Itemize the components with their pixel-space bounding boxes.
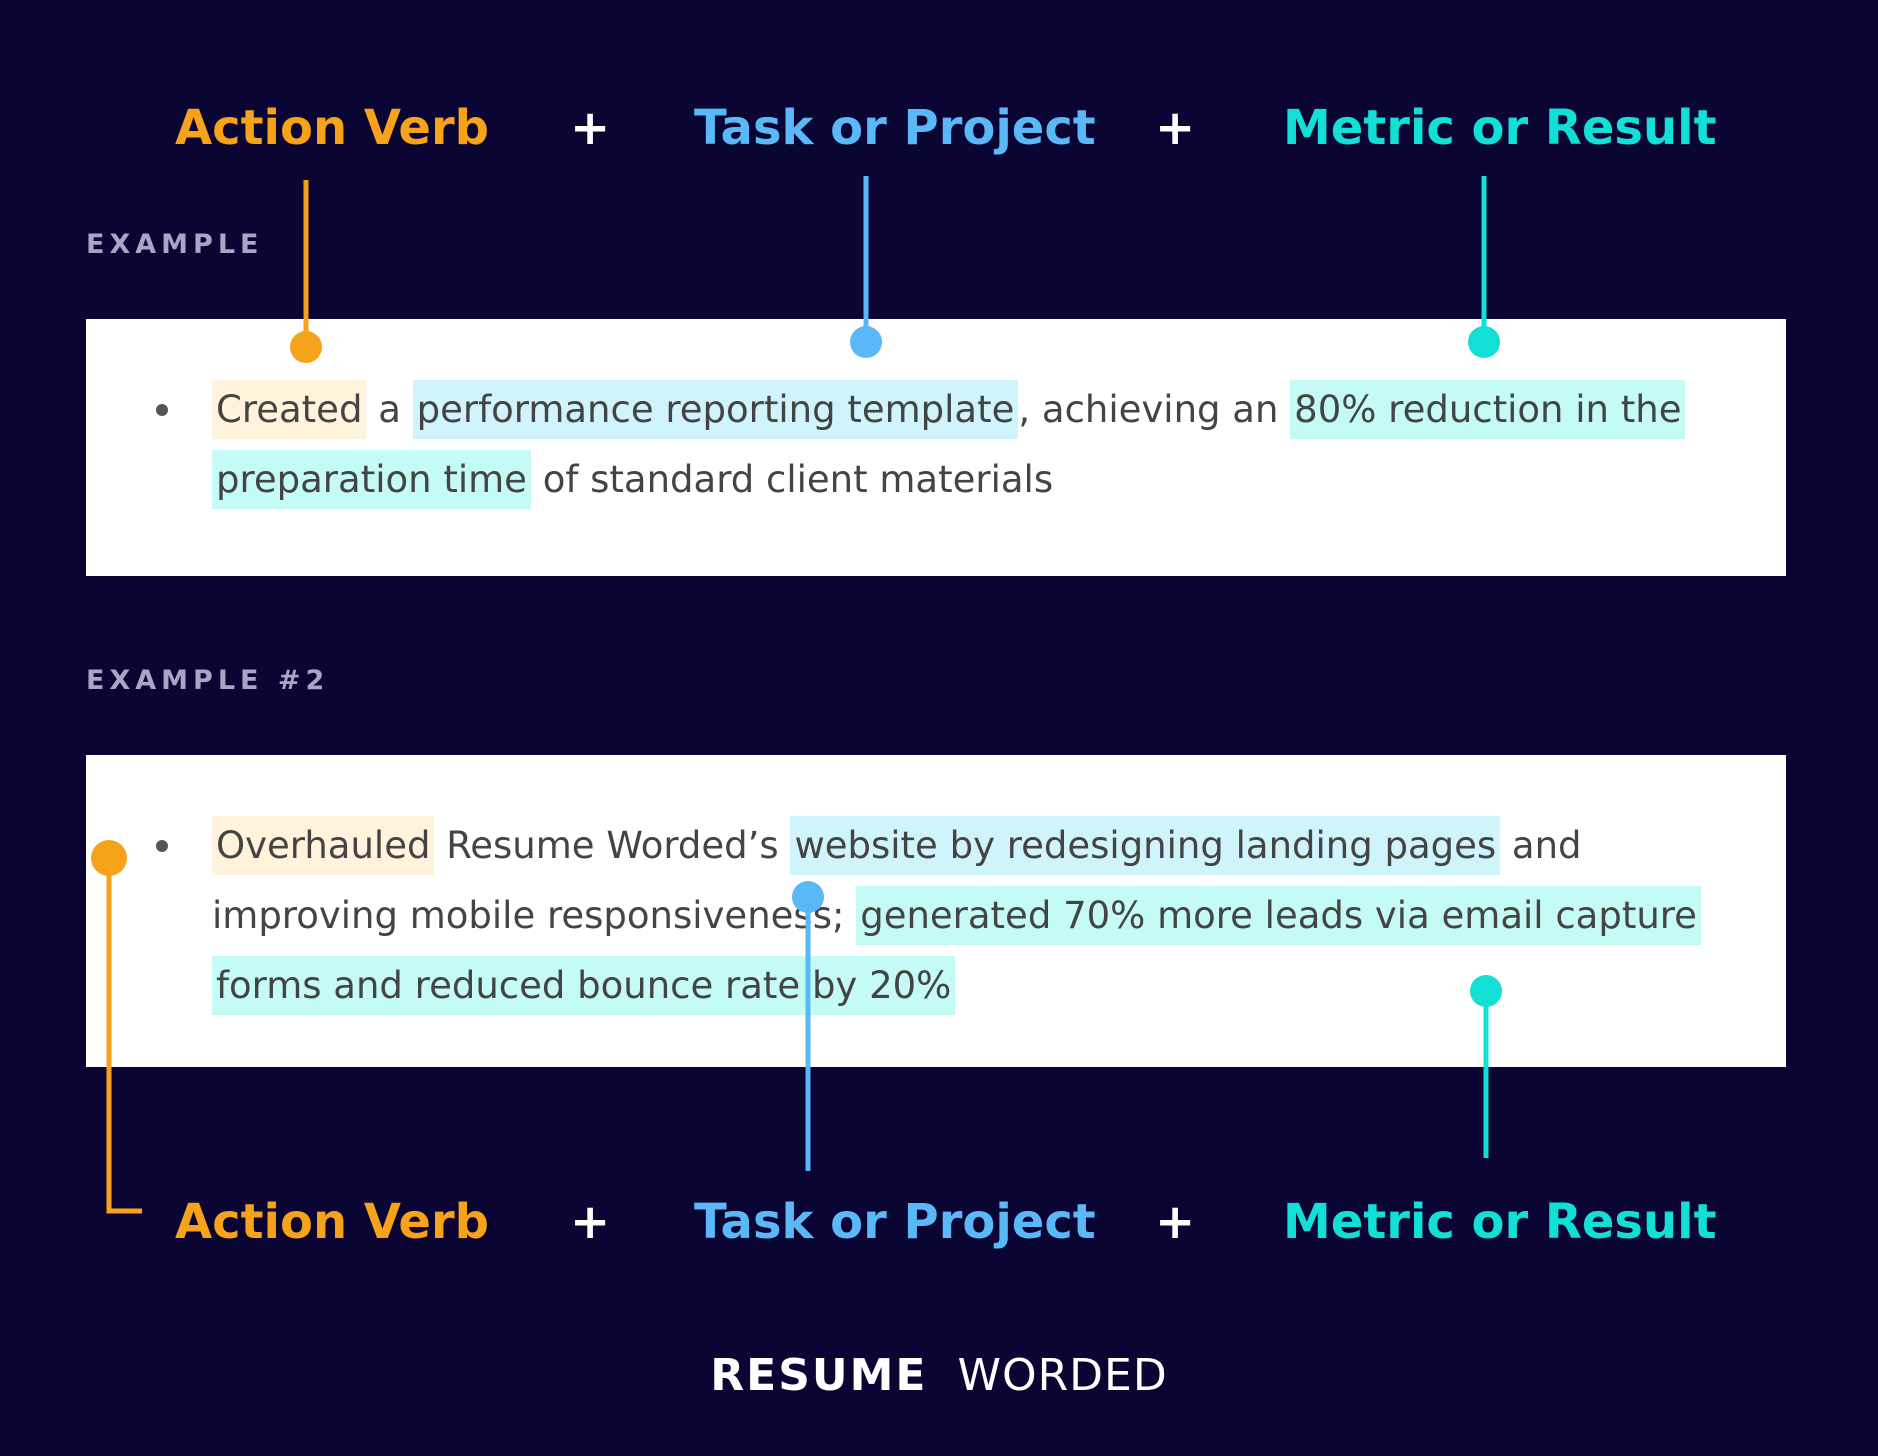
formula-bottom: Action Verb + Task or Project + Metric o…: [0, 1182, 1878, 1262]
plain-text: a: [366, 388, 413, 431]
action-verb-highlight: Overhauled: [212, 816, 435, 875]
formula-top: Action Verb + Task or Project + Metric o…: [0, 88, 1878, 168]
formula-action-verb: Action Verb: [175, 1194, 489, 1250]
example-line: improving mobile responsiveness; generat…: [212, 881, 1701, 951]
formula-task: Task or Project: [694, 100, 1096, 156]
bullet-dot: [156, 840, 168, 852]
action-verb-highlight: Created: [212, 380, 367, 439]
metric-highlight: preparation time: [212, 450, 531, 509]
formula-metric: Metric or Result: [1283, 1194, 1717, 1250]
formula-metric: Metric or Result: [1283, 100, 1717, 156]
example-line: Overhauled Resume Worded’s website by re…: [212, 811, 1582, 881]
example-label: EXAMPLE: [86, 229, 264, 260]
metric-highlight: 80% reduction in the: [1290, 380, 1686, 439]
plain-text: improving mobile responsiveness;: [212, 894, 857, 937]
brand-part-2: WORDED: [957, 1350, 1168, 1401]
brand-logo: RESUME WORDED: [0, 1350, 1878, 1401]
plain-text: , achieving an: [1018, 388, 1291, 431]
example-card: [86, 319, 1786, 576]
example-line: forms and reduced bounce rate by 20%: [212, 951, 956, 1021]
brand-part-1: RESUME: [710, 1350, 928, 1401]
formula-plus: +: [1155, 1194, 1196, 1250]
formula-task: Task or Project: [694, 1194, 1096, 1250]
task-highlight: website by redesigning landing pages: [790, 816, 1501, 875]
example-line: Created a performance reporting template…: [212, 375, 1686, 445]
plain-text: Resume Worded’s: [434, 824, 791, 867]
formula-plus: +: [570, 1194, 611, 1250]
formula-plus: +: [570, 100, 611, 156]
plain-text: and: [1500, 824, 1582, 867]
example-label: EXAMPLE #2: [86, 665, 330, 696]
bullet-dot: [156, 404, 168, 416]
formula-action-verb: Action Verb: [175, 100, 489, 156]
metric-highlight: forms and reduced bounce rate by 20%: [212, 956, 956, 1015]
metric-highlight: generated 70% more leads via email captu…: [856, 886, 1701, 945]
example-line: preparation time of standard client mate…: [212, 445, 1053, 515]
plain-text: of standard client materials: [530, 458, 1054, 501]
formula-plus: +: [1155, 100, 1196, 156]
task-highlight: performance reporting template: [412, 380, 1019, 439]
